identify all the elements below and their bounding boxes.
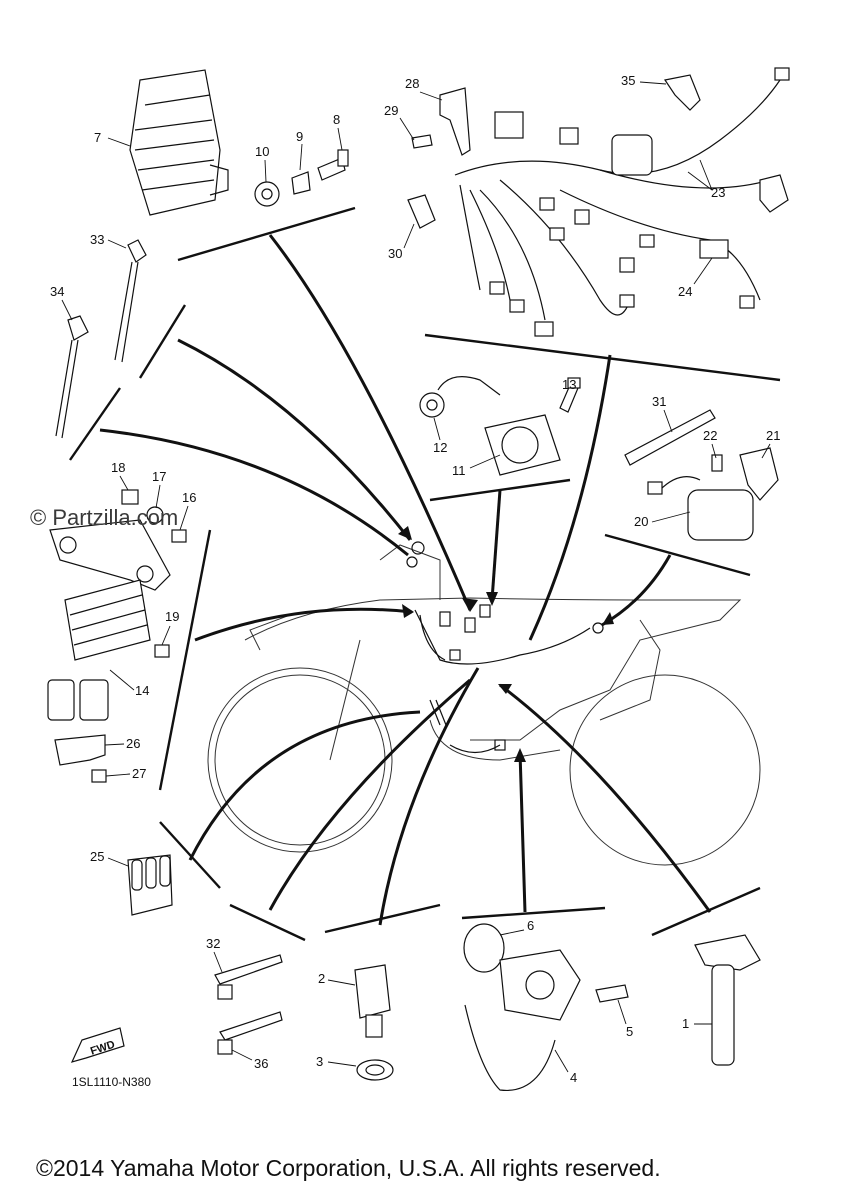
callout-35: 35 (621, 73, 635, 88)
callout-27: 27 (132, 766, 146, 781)
cable-ties-33-34 (55, 239, 147, 439)
callout-33: 33 (90, 232, 104, 247)
callout-18: 18 (111, 460, 125, 475)
callout-36: 36 (254, 1056, 268, 1071)
callout-2: 2 (318, 971, 325, 986)
connector-25 (127, 854, 173, 916)
callout-23: 23 (711, 185, 725, 200)
callout-17: 17 (152, 469, 166, 484)
callout-14: 14 (135, 683, 149, 698)
callout-20: 20 (634, 514, 648, 529)
callout-19: 19 (165, 609, 179, 624)
wire-harness-group (407, 67, 790, 337)
callout-7: 7 (94, 130, 101, 145)
callout-12: 12 (433, 440, 447, 455)
callout-26: 26 (126, 736, 140, 751)
cable-ties-32-36 (214, 954, 283, 1055)
callout-22: 22 (703, 428, 717, 443)
callout-31: 31 (652, 394, 666, 409)
plug-cap-1 (694, 934, 761, 1066)
callout-1: 1 (682, 1016, 689, 1031)
rectifier-group (47, 489, 187, 783)
callout-5: 5 (626, 1024, 633, 1039)
pointer-lines (99, 234, 712, 926)
ignition-coil-group (419, 376, 581, 476)
callout-3: 3 (316, 1054, 323, 1069)
callout-11: 11 (452, 463, 466, 478)
copyright-notice: ©2014 Yamaha Motor Corporation, U.S.A. A… (36, 1155, 661, 1181)
callout-10: 10 (255, 144, 269, 159)
callout-34: 34 (50, 284, 64, 299)
diagram-code: 1SL1110-N380 (72, 1075, 151, 1089)
relay-group (624, 409, 779, 541)
callout-25: 25 (90, 849, 104, 864)
callout-28: 28 (405, 76, 419, 91)
callout-13: 13 (562, 377, 576, 392)
callout-labels: 7 8 9 10 33 34 28 29 30 35 23 24 13 12 1… (50, 73, 780, 1085)
callout-21: 21 (766, 428, 780, 443)
callout-8: 8 (333, 112, 340, 127)
callout-16: 16 (182, 490, 196, 505)
installed-harness (406, 541, 604, 754)
motorcycle-silhouette (207, 544, 761, 866)
fwd-arrow: FWD (70, 1027, 125, 1063)
callout-6: 6 (527, 918, 534, 933)
pickup-group (463, 923, 629, 1091)
ecu-group (129, 69, 349, 216)
callout-32: 32 (206, 936, 220, 951)
sensor-group (354, 964, 394, 1081)
group-brackets (69, 206, 781, 942)
callout-4: 4 (570, 1070, 577, 1085)
callout-9: 9 (296, 129, 303, 144)
watermark: © Partzilla.com (30, 505, 178, 530)
callout-30: 30 (388, 246, 402, 261)
callout-24: 24 (678, 284, 692, 299)
callout-29: 29 (384, 103, 398, 118)
